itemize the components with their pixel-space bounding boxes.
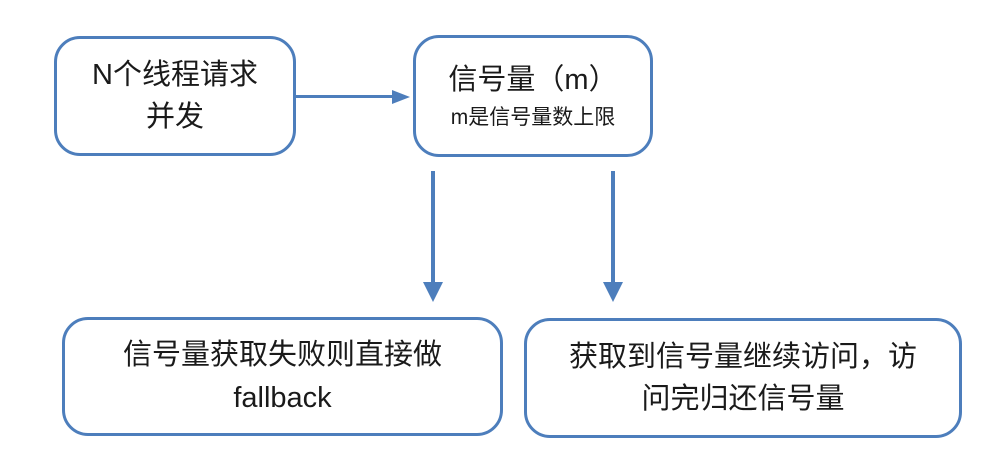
arrowhead-down-icon [423,282,443,302]
node-text-line: 信号量获取失败则直接做 [122,339,442,372]
node-access-and-release: 获取到信号量继续访问，访 问完归还信号量 [524,318,962,438]
node-fallback-on-failure: 信号量获取失败则直接做 fallback [62,317,503,436]
node-text-line: 并发 [145,101,204,133]
node-subtitle: m是信号量数上限 [450,106,616,130]
node-threads-request: N个线程请求 并发 [54,36,296,156]
node-text-line: N个线程请求 [92,58,258,91]
node-semaphore: 信号量（m） m是信号量数上限 [413,35,653,157]
arrow-shaft [296,94,394,98]
arrow-shaft [611,171,615,284]
node-text-line: 问完归还信号量 [641,383,845,415]
arrowhead-down-icon [603,282,623,302]
arrowhead-right-icon [392,89,410,104]
node-text-line: 获取到信号量继续访问，访 [568,340,917,373]
node-text-line: fallback [233,381,332,414]
arrow-shaft [431,171,435,284]
node-title: 信号量（m） [448,64,618,97]
